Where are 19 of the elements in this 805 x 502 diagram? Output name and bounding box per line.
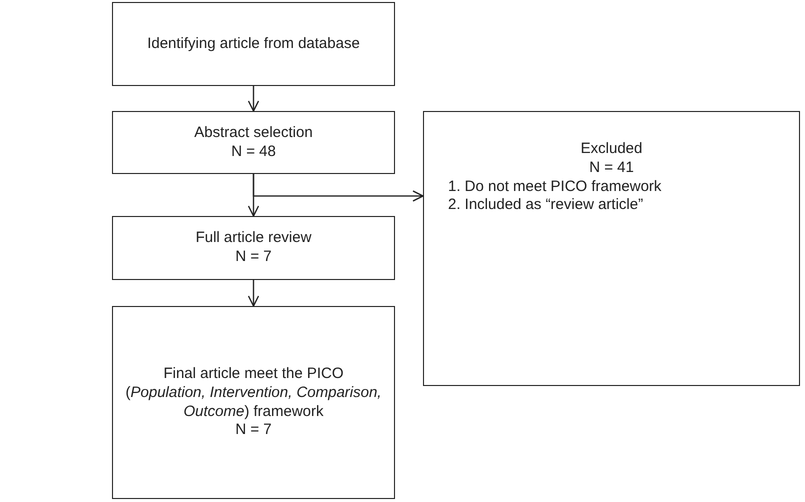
count-text: N = 7 — [235, 248, 272, 267]
arrow — [248, 280, 260, 307]
process-box — [112, 111, 395, 174]
process-box — [112, 216, 395, 280]
list-item: 1. Do not meet PICO framework — [448, 178, 662, 196]
count-text: N = 7 — [235, 421, 272, 440]
arrow — [248, 86, 260, 112]
list-item: 2. Included as “review article” — [448, 196, 644, 215]
process-box — [112, 2, 395, 86]
count-text: N = 41 — [589, 158, 634, 178]
box-text: Full article review — [196, 229, 312, 248]
arrow — [248, 174, 260, 217]
box-text: Abstract selection — [194, 124, 313, 142]
box-text: Identifying article from database — [147, 34, 360, 54]
box-text: Excluded — [580, 140, 642, 159]
count-text: N = 48 — [231, 142, 276, 162]
box-text: Final article meet the PICO (Population, Intervention, Comparison, Outcome) framework — [124, 365, 382, 422]
exclusion-box — [423, 111, 800, 386]
process-box — [112, 306, 395, 499]
